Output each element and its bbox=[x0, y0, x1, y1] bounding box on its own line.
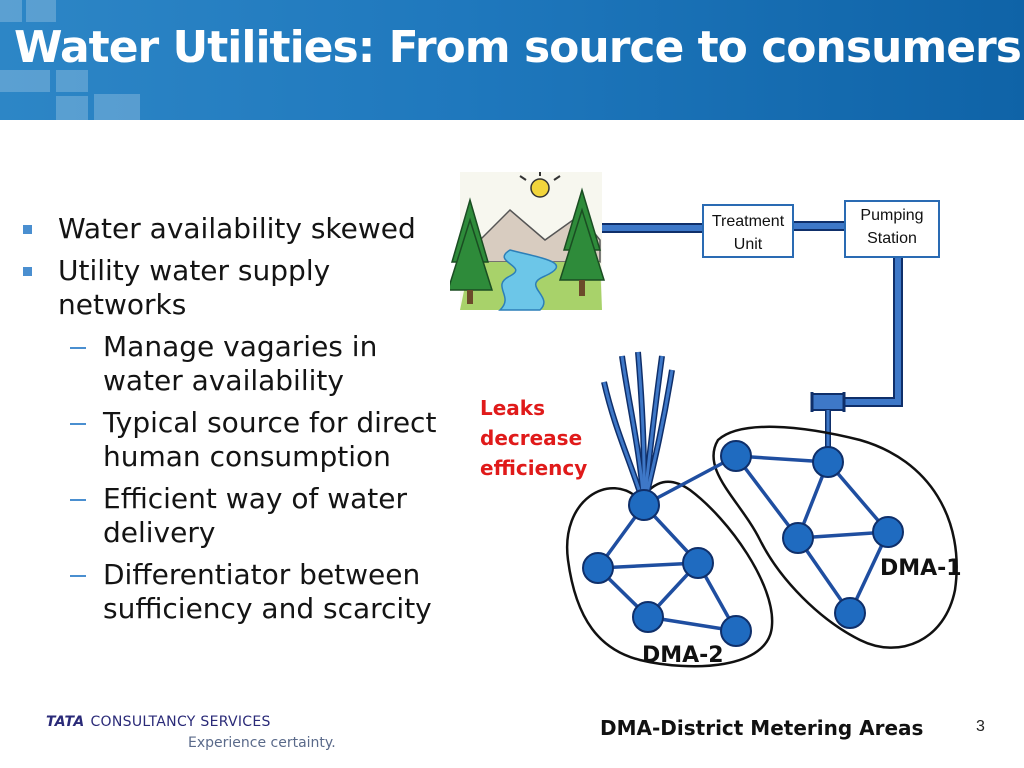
tcs-logo: TATA CONSULTANCY SERVICES Experience cert… bbox=[46, 714, 336, 751]
sub-bullet-text: Manage vagaries in water availability bbox=[103, 330, 378, 397]
bullet-text: Utility water supply networks bbox=[58, 254, 331, 321]
treatment-unit-label: Treatment Unit bbox=[711, 213, 785, 253]
network-nodes bbox=[582, 440, 904, 647]
river-landscape-icon bbox=[450, 172, 606, 311]
network-node bbox=[582, 552, 614, 584]
dash-bullet-icon bbox=[70, 575, 86, 577]
dash-bullet-icon bbox=[70, 499, 86, 501]
sub-bullet-text: Differentiator between sufficiency and s… bbox=[103, 558, 432, 625]
sub-bullet-item: Manage vagaries in water availability bbox=[20, 330, 460, 398]
title-banner: Water Utilities: From source to consumer… bbox=[0, 0, 1024, 120]
bullet-item: Water availability skewed bbox=[20, 212, 460, 246]
water-network-diagram bbox=[450, 172, 958, 668]
logo-wordmark: TATA CONSULTANCY SERVICES bbox=[46, 714, 271, 730]
sub-bullet-text: Typical source for direct human consumpt… bbox=[103, 406, 437, 473]
treatment-unit-box: Treatment Unit bbox=[702, 204, 794, 258]
banner-decoration bbox=[0, 70, 50, 92]
pumping-station-box: Pumping Station bbox=[844, 200, 940, 258]
network-node bbox=[720, 440, 752, 472]
banner-decoration bbox=[56, 96, 88, 120]
pumping-station-label: Pumping Station bbox=[860, 207, 924, 247]
bullet-list: Water availability skewed Utility water … bbox=[20, 212, 460, 634]
dma2-label: DMA-2 bbox=[642, 643, 724, 668]
dma2-boundary bbox=[565, 480, 774, 668]
sub-bullet-item: Efficient way of water delivery bbox=[20, 482, 460, 550]
network-node bbox=[782, 522, 814, 554]
bullet-text: Water availability skewed bbox=[58, 212, 416, 245]
banner-decoration bbox=[26, 0, 56, 22]
network-node bbox=[812, 446, 844, 478]
network-node bbox=[872, 516, 904, 548]
dma1-boundary bbox=[712, 425, 958, 649]
leaks-note: Leaks decrease efficiency bbox=[480, 396, 588, 480]
page-number: 3 bbox=[976, 718, 985, 735]
bullet-item: Utility water supply networks bbox=[20, 254, 460, 322]
square-bullet-icon bbox=[23, 225, 32, 234]
dash-bullet-icon bbox=[70, 347, 86, 349]
network-node bbox=[720, 615, 752, 647]
sub-bullet-item: Differentiator between sufficiency and s… bbox=[20, 558, 460, 626]
sub-bullet-text: Efficient way of water delivery bbox=[103, 482, 407, 549]
logo-tagline: Experience certainty. bbox=[188, 735, 336, 751]
network-node bbox=[682, 547, 714, 579]
banner-decoration bbox=[94, 94, 140, 120]
banner-decoration bbox=[56, 70, 88, 92]
logo-company: CONSULTANCY SERVICES bbox=[90, 714, 271, 730]
sub-bullet-item: Typical source for direct human consumpt… bbox=[20, 406, 460, 474]
logo-brand: TATA bbox=[46, 714, 85, 730]
square-bullet-icon bbox=[23, 267, 32, 276]
network-node bbox=[834, 597, 866, 629]
network-node bbox=[628, 489, 660, 521]
dma1-label: DMA-1 bbox=[880, 556, 962, 581]
diagram-caption: DMA-District Metering Areas bbox=[600, 716, 924, 740]
network-node bbox=[632, 601, 664, 633]
supply-pipes bbox=[602, 221, 903, 460]
slide-title: Water Utilities: From source to consumer… bbox=[14, 22, 1022, 73]
banner-decoration bbox=[0, 0, 22, 22]
dash-bullet-icon bbox=[70, 423, 86, 425]
